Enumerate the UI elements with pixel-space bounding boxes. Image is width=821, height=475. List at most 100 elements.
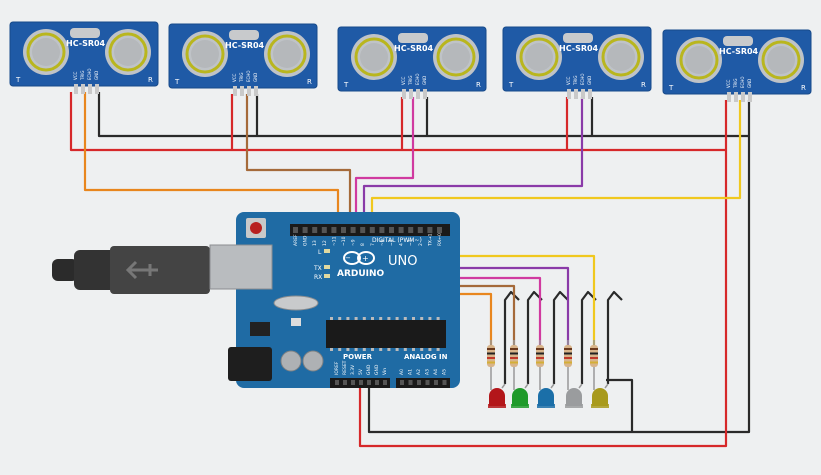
analog-header[interactable] bbox=[396, 378, 450, 388]
led-label-tx: TX bbox=[313, 265, 322, 272]
gnd-return-wire bbox=[367, 100, 751, 434]
sensor-pin-label: TRIG bbox=[80, 70, 85, 81]
signal-wire-yellow bbox=[370, 100, 742, 224]
analog-pin-label: A3 bbox=[425, 369, 431, 375]
sensor-mark-t: T bbox=[508, 81, 514, 89]
led-green[interactable] bbox=[510, 340, 529, 408]
digital-header-pins bbox=[293, 227, 442, 233]
signal-wire-orange bbox=[83, 92, 340, 224]
sensor-pin-label: ECHO bbox=[415, 74, 420, 85]
sensor-pin-label: TRIG bbox=[239, 72, 244, 83]
pin-label: ~5 bbox=[389, 239, 395, 246]
signal-wire-magenta bbox=[354, 97, 415, 224]
led-label-l: L bbox=[318, 249, 322, 256]
led-red[interactable] bbox=[487, 340, 506, 408]
power-pin-label: IOREF bbox=[334, 361, 340, 375]
sensor-pin-label: ECHO bbox=[740, 77, 745, 88]
pin-label: ~9 bbox=[351, 239, 357, 246]
sensor-pin-label: VCC bbox=[232, 73, 237, 82]
arduino-logo: − + bbox=[343, 251, 375, 265]
sensor-pin-label: GND bbox=[94, 71, 99, 80]
resistor bbox=[487, 345, 495, 367]
power-pin-label: 3.3V bbox=[350, 364, 356, 375]
brand-label: ARDUINO bbox=[337, 269, 385, 279]
pin-label: GND bbox=[303, 235, 309, 246]
pin-label: RX←0 bbox=[437, 233, 443, 246]
sensor-mark-r: R bbox=[801, 84, 806, 92]
signal-wire-brown bbox=[245, 94, 352, 224]
sensor-label: HC-SR04 bbox=[225, 41, 265, 50]
sensor-mark-r: R bbox=[476, 81, 481, 89]
sensor-pin-label: TRIG bbox=[573, 75, 578, 86]
sensor-pin-label: VCC bbox=[401, 76, 406, 85]
pin-label: ~10 bbox=[341, 236, 347, 246]
sensor-pin-label: GND bbox=[587, 76, 592, 85]
sensor-pin-label: VCC bbox=[73, 71, 78, 80]
led-group bbox=[487, 340, 609, 408]
sensor-pin-label: GND bbox=[422, 76, 427, 85]
sensor-mark-t: T bbox=[343, 81, 349, 89]
resistor bbox=[590, 345, 598, 367]
sensor-mark-r: R bbox=[641, 81, 646, 89]
pin-label: 13 bbox=[312, 240, 318, 246]
power-pin-label: 5V bbox=[358, 368, 364, 375]
reset-button[interactable] bbox=[250, 222, 262, 234]
pin-label: ~11 bbox=[331, 236, 337, 246]
power-pin-label: GND bbox=[366, 364, 372, 375]
sensor-mark-r: R bbox=[148, 76, 153, 84]
pin-label: 8 bbox=[360, 243, 366, 246]
vcc-bus-wire bbox=[69, 92, 726, 152]
vcc-supply-wire bbox=[358, 100, 728, 448]
sensor-label: HC-SR04 bbox=[719, 47, 759, 56]
signal-wire-purple bbox=[362, 97, 584, 224]
pin-label: 4 bbox=[399, 243, 405, 246]
led-cathode-wire-5 bbox=[606, 290, 623, 384]
svg-text:+: + bbox=[362, 254, 369, 263]
led-cathode-wire-3 bbox=[552, 290, 569, 384]
gnd-bus-wire bbox=[97, 92, 749, 138]
analog-pin-label: A5 bbox=[442, 369, 448, 375]
sensor-pin-label: GND bbox=[747, 79, 752, 88]
sensor-mark-t: T bbox=[668, 84, 674, 92]
power-label: POWER bbox=[343, 353, 373, 361]
led-cathode-wire-2 bbox=[526, 290, 543, 384]
sensor-pin-label: ECHO bbox=[580, 74, 585, 85]
sensor-mark-r: R bbox=[307, 78, 312, 86]
pin-label: AREF bbox=[293, 234, 299, 246]
led-gray[interactable] bbox=[564, 340, 583, 408]
led-yellow[interactable] bbox=[590, 340, 609, 408]
analog-pin-label: A2 bbox=[416, 369, 422, 375]
sensor-mark-t: T bbox=[15, 76, 21, 84]
power-pin-label: GND bbox=[374, 364, 380, 375]
svg-text:−: − bbox=[345, 254, 351, 262]
sensor-mark-t: T bbox=[174, 78, 180, 86]
pin-label: 7 bbox=[370, 243, 376, 246]
sensor-pin-label: ECHO bbox=[246, 71, 251, 82]
pin-label: ~6 bbox=[379, 239, 385, 246]
pin-label: 2 bbox=[418, 243, 424, 246]
sensor-pin-label: GND bbox=[253, 73, 258, 82]
sensor-label: HC-SR04 bbox=[66, 39, 106, 48]
sensor-label: HC-SR04 bbox=[394, 44, 434, 53]
led-cathode-wire-4 bbox=[580, 290, 597, 384]
usb-cable bbox=[52, 246, 210, 294]
sensor-pin-label: VCC bbox=[726, 79, 731, 88]
analog-label: ANALOG IN bbox=[404, 353, 448, 361]
digital-label: DIGITAL (PWM~) bbox=[372, 237, 422, 244]
sensor-pin-label: TRIG bbox=[733, 78, 738, 89]
pin-label: TX→1 bbox=[427, 233, 433, 247]
analog-pin-label: A4 bbox=[433, 369, 439, 375]
chip-pins bbox=[330, 317, 440, 351]
led-blue[interactable] bbox=[536, 340, 555, 408]
sensor-pin-label: ECHO bbox=[87, 69, 92, 80]
